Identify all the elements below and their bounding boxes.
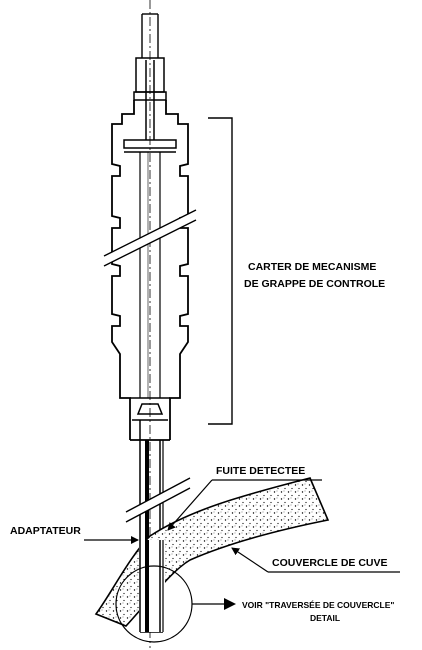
couvercle-label: COUVERCLE DE CUVE xyxy=(272,557,388,569)
adaptor-break-lines xyxy=(125,477,191,523)
housing-bore xyxy=(139,152,161,398)
housing-ring xyxy=(123,139,177,153)
vessel-head xyxy=(94,477,330,632)
voir-arrow-icon xyxy=(224,598,236,610)
mechanism-housing xyxy=(111,100,189,441)
voir-label-line1: VOIR "TRAVERSÉE DE COUVERCLE" xyxy=(242,600,394,610)
housing-lower-joint xyxy=(130,397,170,421)
carter-label-line1: CARTER DE MECANISME xyxy=(248,261,376,273)
voir-label-line2: DETAIL xyxy=(310,613,340,623)
housing-break-lines xyxy=(103,209,197,267)
fuite-label: FUITE DETECTEE xyxy=(216,465,305,477)
carter-bracket xyxy=(208,117,233,425)
fuite-leader xyxy=(167,479,213,531)
carter-label-line2: DE GRAPPE DE CONTROLE xyxy=(244,278,385,290)
drive-rod-top xyxy=(141,13,159,58)
couvercle-leader xyxy=(231,547,269,573)
adaptateur-label: ADAPTATEUR xyxy=(10,525,81,537)
